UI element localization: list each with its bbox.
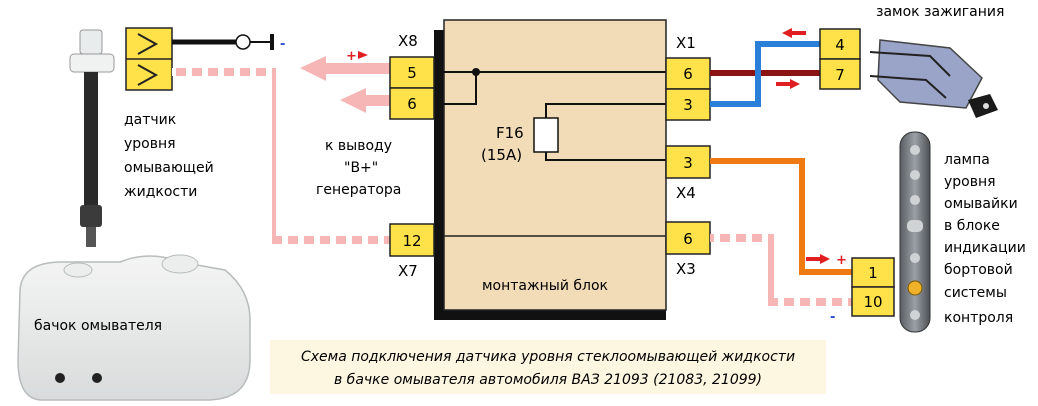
svg-text:X3: X3 bbox=[676, 260, 696, 278]
svg-text:12: 12 bbox=[402, 232, 421, 250]
lamp-plus-sign: + bbox=[836, 253, 847, 268]
svg-text:X8: X8 bbox=[398, 32, 418, 50]
fuse-rating: (15A) bbox=[481, 146, 522, 164]
svg-text:7: 7 bbox=[835, 66, 845, 84]
ignition-switched-wire bbox=[710, 41, 820, 107]
svg-text:X1: X1 bbox=[676, 34, 696, 52]
svg-text:датчик: датчик bbox=[124, 112, 176, 128]
sensor-connector bbox=[125, 27, 173, 91]
svg-text:жидкости: жидкости bbox=[124, 184, 197, 200]
ignition-switch-image bbox=[869, 39, 998, 118]
washer-level-lamp-icon bbox=[907, 280, 923, 296]
svg-text:X4: X4 bbox=[676, 184, 696, 202]
connector-x1: 6 3 X1 bbox=[665, 34, 711, 121]
fuse-f16 bbox=[533, 117, 559, 153]
ground-minus-sign: - bbox=[280, 37, 285, 52]
connector-x8: 5 6 X8 bbox=[389, 32, 435, 120]
indicator-panel-image bbox=[899, 131, 931, 333]
connector-x4: 3 X4 bbox=[665, 145, 711, 202]
svg-text:уровня: уровня bbox=[944, 174, 996, 190]
fuse-label: F16 bbox=[496, 124, 524, 142]
caption-line-1: Схема подключения датчика уровня стеклоо… bbox=[301, 349, 795, 365]
caption-line-2: в бачке омывателя автомобиля ВАЗ 21093 (… bbox=[334, 372, 762, 388]
connector-ignition: 4 7 bbox=[819, 28, 861, 90]
svg-text:10: 10 bbox=[863, 293, 882, 311]
current-arrows: + - bbox=[776, 28, 847, 325]
svg-text:X7: X7 bbox=[398, 262, 418, 280]
svg-text:к выводу: к выводу bbox=[325, 138, 392, 154]
svg-text:6: 6 bbox=[683, 230, 693, 248]
svg-text:бортовой: бортовой bbox=[944, 262, 1013, 278]
sensor-signal-wire bbox=[172, 68, 390, 244]
svg-text:3: 3 bbox=[683, 154, 693, 172]
lamp-signal-wire bbox=[710, 234, 852, 306]
svg-text:контроля: контроля bbox=[944, 310, 1013, 326]
svg-text:лампа: лампа bbox=[944, 152, 990, 168]
lamp-label: лампа уровня омывайки в блоке индикации … bbox=[944, 152, 1026, 326]
ground-terminal bbox=[235, 34, 251, 50]
mounting-block bbox=[434, 19, 667, 320]
svg-text:уровня: уровня bbox=[124, 136, 176, 152]
svg-text:1: 1 bbox=[868, 264, 878, 282]
svg-text:6: 6 bbox=[683, 65, 693, 83]
svg-text:3: 3 bbox=[683, 96, 693, 114]
generator-arrows: + bbox=[300, 49, 390, 113]
connector-lamp: 1 10 bbox=[851, 257, 895, 317]
caption-box bbox=[270, 340, 826, 394]
svg-text:"В+": "В+" bbox=[344, 160, 378, 176]
connector-x7: 12 X7 bbox=[389, 223, 435, 280]
lamp-power-wire bbox=[710, 158, 852, 275]
generator-plus-sign: + bbox=[346, 49, 357, 64]
svg-text:индикации: индикации bbox=[944, 240, 1026, 256]
svg-text:омывайки: омывайки bbox=[944, 196, 1018, 212]
level-sensor-image bbox=[69, 29, 115, 247]
svg-text:омывающей: омывающей bbox=[124, 160, 214, 176]
washer-tank-image bbox=[17, 254, 251, 401]
svg-text:в блоке: в блоке bbox=[944, 218, 1000, 234]
svg-text:4: 4 bbox=[835, 36, 845, 54]
svg-text:генератора: генератора bbox=[316, 182, 401, 198]
tank-label: бачок омывателя bbox=[34, 318, 162, 334]
svg-text:5: 5 bbox=[407, 64, 417, 82]
lamp-minus-sign: - bbox=[830, 310, 835, 325]
svg-text:6: 6 bbox=[407, 95, 417, 113]
sensor-label: датчик уровня омывающей жидкости bbox=[124, 112, 214, 200]
block-label: монтажный блок bbox=[482, 278, 608, 294]
connector-x3: 6 X3 bbox=[665, 221, 711, 278]
svg-text:системы: системы bbox=[944, 285, 1007, 301]
generator-label: к выводу "В+" генератора bbox=[316, 138, 401, 198]
ignition-label: замок зажигания bbox=[876, 4, 1004, 20]
